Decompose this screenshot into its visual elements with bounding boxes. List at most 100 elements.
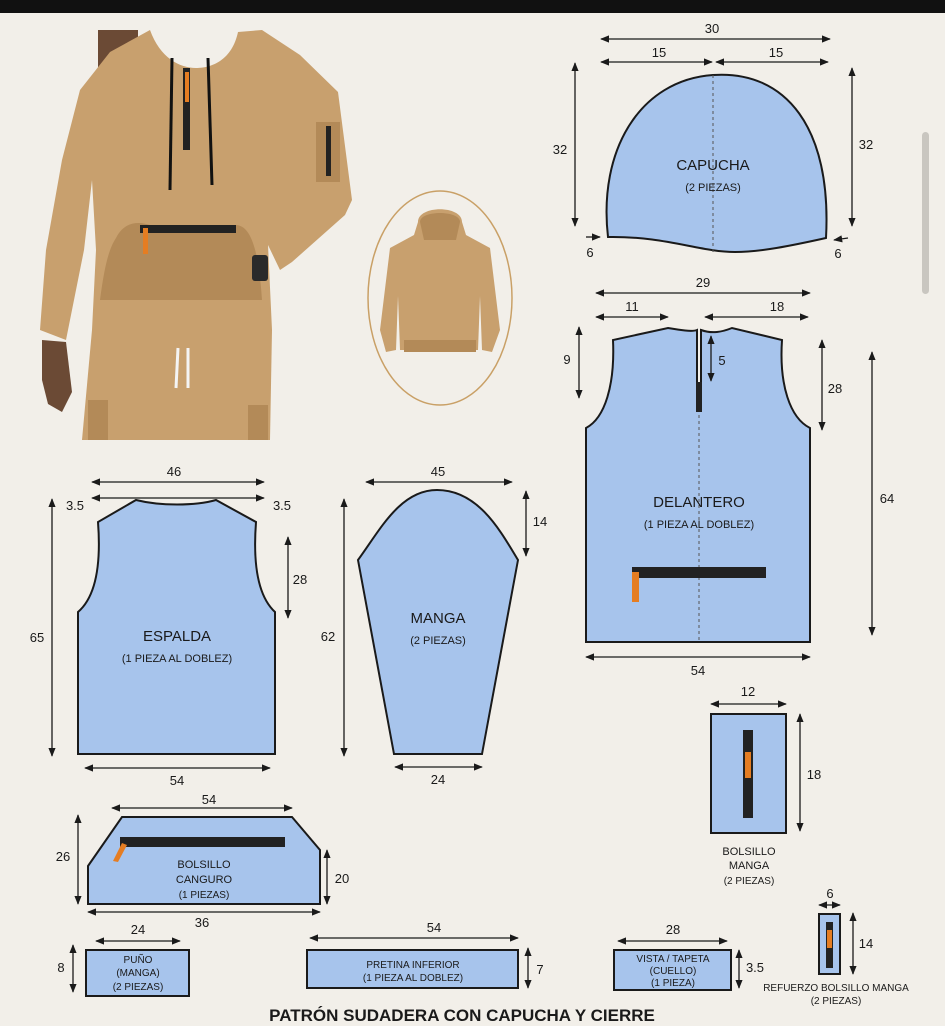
bolsillo-manga-name-1: BOLSILLO [722,846,776,858]
piece-pretina: 54 7 PRETINA INFERIOR (1 PIEZA AL DOBLEZ… [306,920,544,989]
espalda-name: ESPALDA [143,628,211,645]
vista-width: 28 [666,922,680,937]
delantero-neck-edge: 18 [770,299,784,314]
delantero-bottom-width: 54 [691,663,705,678]
espalda-qty: (1 PIEZA AL DOBLEZ) [122,653,232,665]
delantero-pocket-zipper [632,567,766,578]
model-hand [42,340,72,412]
vista-qty: (1 PIEZA) [651,978,695,989]
pretina-name: PRETINA INFERIOR [366,960,459,971]
piece-capucha: CAPUCHA (2 PIEZAS) 30 15 15 32 32 6 6 [553,21,873,261]
pretina-width: 54 [427,920,441,935]
canguro-name-1: BOLSILLO [177,859,231,871]
manga-top-width: 45 [431,464,445,479]
canguro-height-right: 20 [335,871,349,886]
delantero-name: DELANTERO [653,494,745,511]
manga-name: MANGA [410,610,465,627]
model-photo-front [40,30,352,440]
vista-shape [613,949,732,991]
puno-name: PUÑO [124,953,153,966]
canguro-bottom-width: 36 [195,915,209,930]
cargo-pocket-right [248,405,268,440]
vista-sub: (CUELLO) [650,966,697,977]
back-waistband [404,340,476,352]
refuerzo-name: REFUERZO BOLSILLO MANGA [763,983,909,994]
sleeve-pocket-zipper [326,126,331,176]
manga-shape [356,488,520,755]
bolsillo-manga-name-2: MANGA [729,860,770,872]
capucha-corner-right: 6 [834,246,841,261]
refuerzo-width: 6 [826,886,833,901]
back-hood [420,213,460,240]
vista-height: 3.5 [746,960,764,975]
canguro-qty: (1 PIEZAS) [179,890,230,901]
delantero-shape [585,326,811,643]
piece-vista: 28 3.5 VISTA / TAPETA (CUELLO) (1 PIEZA) [613,922,764,991]
capucha-height-left: 32 [553,142,567,157]
bolsillo-manga-width: 12 [741,684,755,699]
page-title: PATRÓN SUDADERA CON CAPUCHA Y CIERRE [269,1006,655,1025]
refuerzo-pull [827,930,832,948]
pocket-zipper [140,225,236,233]
cargo-pocket-left [88,400,108,440]
puno-sub: (MANGA) [116,968,159,979]
espalda-armhole: 28 [293,572,307,587]
canguro-pull [113,843,127,862]
capucha-half-right: 15 [769,45,783,60]
top-bar [0,0,945,13]
piece-manga: MANGA (2 PIEZAS) 45 14 62 24 [321,464,547,787]
espalda-shape [77,498,276,755]
manga-length: 62 [321,629,335,644]
espalda-shoulder-right: 3.5 [273,498,291,513]
delantero-pocket-pull [632,572,639,602]
kangaroo-pocket [100,223,262,300]
piece-delantero: DELANTERO (1 PIEZA AL DOBLEZ) 29 11 18 9… [563,275,894,678]
delantero-height: 64 [880,491,894,506]
piece-bolsillo-canguro: 54 36 26 20 BOLSILLO CANGURO (1 PIEZAS) [56,792,349,930]
delantero-zip-opening: 5 [718,353,725,368]
piece-bolsillo-manga: 12 18 BOLSILLO MANGA (2 PIEZAS) [710,684,821,887]
puno-qty: (2 PIEZAS) [113,982,164,993]
capucha-name: CAPUCHA [676,157,749,174]
puno-shape [85,949,190,997]
wrist-watch [252,255,268,281]
refuerzo-height: 14 [859,936,873,951]
piece-puno: 24 8 PUÑO (MANGA) (2 PIEZAS) [57,922,190,997]
capucha-corner-left: 6 [586,245,593,260]
piece-espalda: ESPALDA (1 PIEZA AL DOBLEZ) 46 3.5 3.5 2… [30,464,307,788]
pretina-shape [306,949,519,989]
delantero-qty: (1 PIEZA AL DOBLEZ) [644,519,754,531]
pretina-height: 7 [536,962,543,977]
manga-qty: (2 PIEZAS) [410,635,466,647]
canguro-top-width: 54 [202,792,216,807]
canguro-zipper [120,837,285,847]
model-photo-back [367,190,513,406]
front-zipper-pull [185,72,189,102]
scrollbar-thumb[interactable] [922,132,929,294]
pocket-zipper-pull [143,228,148,254]
bolsillo-manga-qty: (2 PIEZAS) [724,876,775,887]
canguro-height-left: 26 [56,849,70,864]
back-hoodie [380,209,500,352]
manga-cap-height: 14 [533,514,547,529]
espalda-shoulder-left: 3.5 [66,498,84,513]
pants-drawstring [174,347,190,389]
manga-cuff-width: 24 [431,772,445,787]
capucha-width: 30 [705,21,719,36]
espalda-height: 65 [30,630,44,645]
piece-refuerzo: 6 14 REFUERZO BOLSILLO MANGA (2 PIEZAS) [763,886,909,1007]
capucha-height-right: 32 [859,137,873,152]
espalda-bottom-width: 54 [170,773,184,788]
drawstring-left [168,57,174,191]
capucha-qty: (2 PIEZAS) [685,182,741,194]
capucha-corner-right-arrow [833,235,849,243]
front-zipper [183,68,190,150]
delantero-neck-drop: 9 [563,352,570,367]
vista-name: VISTA / TAPETA [636,954,709,965]
pretina-qty: (1 PIEZA AL DOBLEZ) [363,973,463,984]
delantero-shoulder: 11 [625,299,639,314]
espalda-top-width: 46 [167,464,181,479]
canguro-name-2: CANGURO [176,874,233,886]
capucha-half-left: 15 [652,45,666,60]
